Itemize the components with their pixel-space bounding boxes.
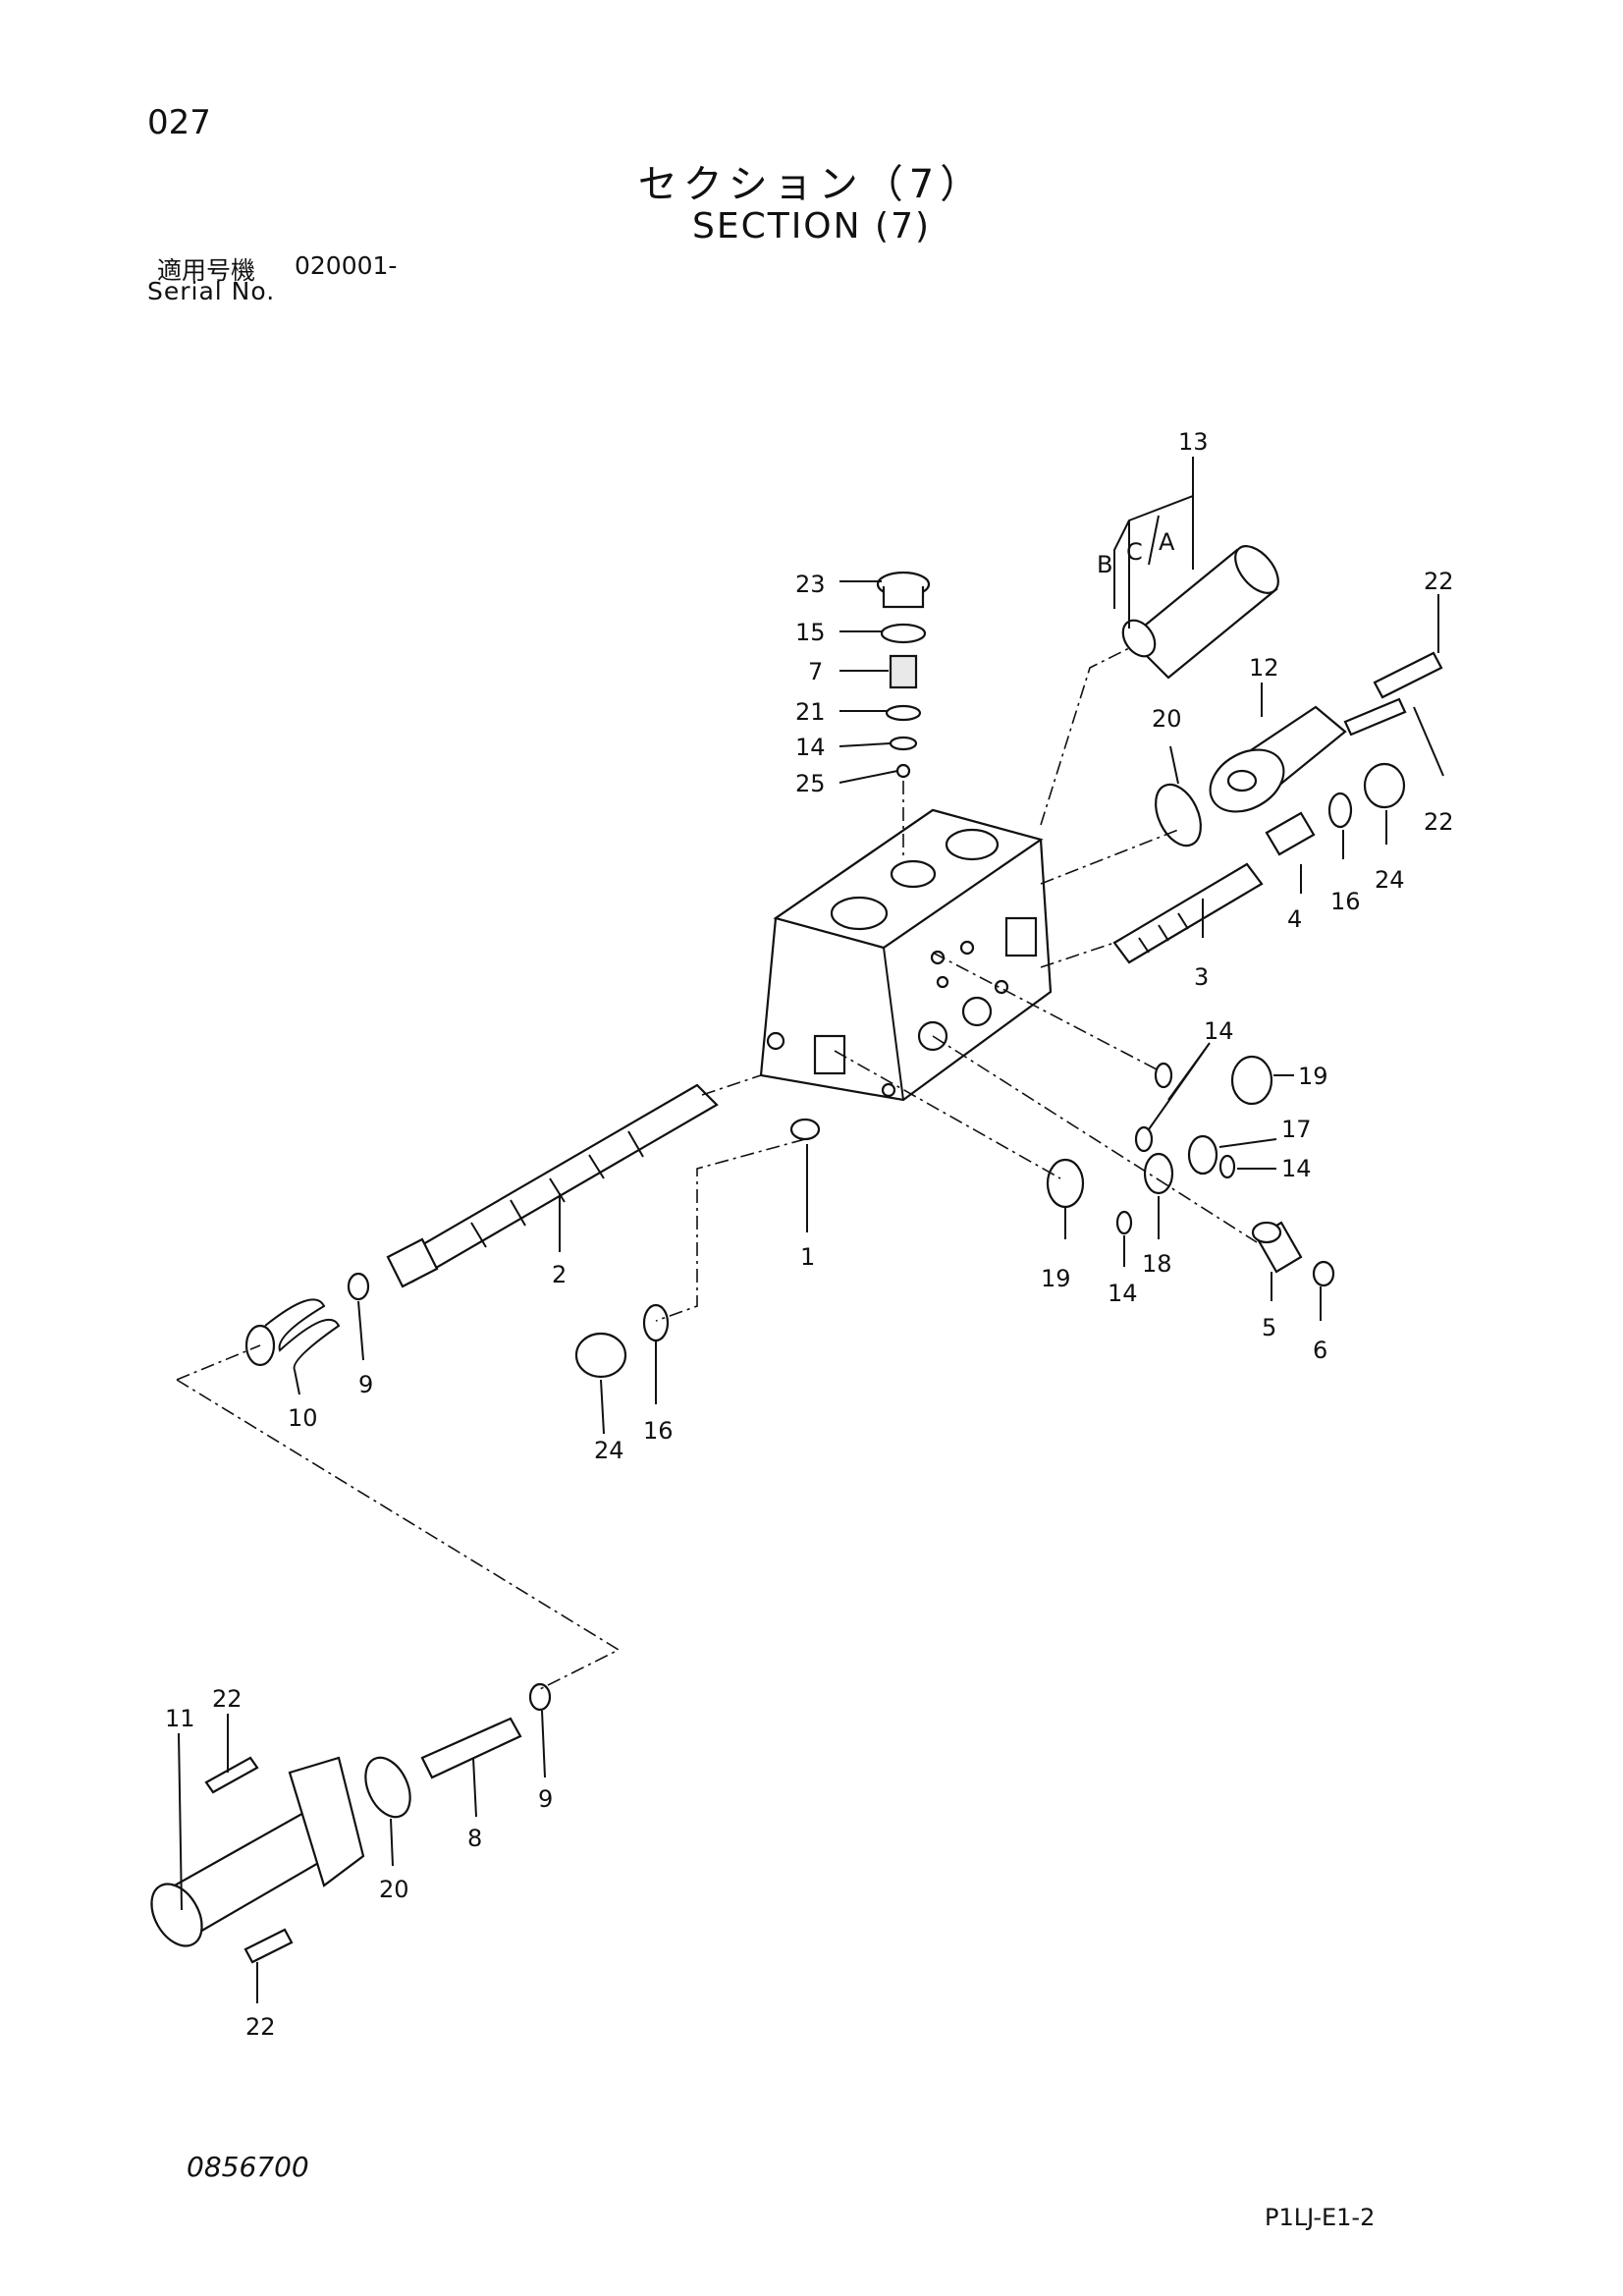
o-ring-part-14-c	[1218, 1154, 1236, 1179]
bolt-part-22-top	[1373, 651, 1443, 699]
page-number: 027	[147, 103, 211, 142]
o-ring-part-18	[1143, 1152, 1174, 1195]
callout-17: 17	[1281, 1116, 1312, 1143]
callout-20-lower: 20	[379, 1876, 409, 1903]
document-code: 0856700	[187, 2151, 309, 2183]
o-ring-part-19-lower	[1046, 1158, 1085, 1209]
valve-body-part-1	[759, 808, 1053, 1141]
bolt-part-22-upper	[204, 1756, 259, 1794]
washer-part-9-upper	[347, 1272, 370, 1301]
callout-16-right: 16	[1330, 888, 1361, 915]
callout-15: 15	[795, 619, 826, 646]
callout-13-A: A	[1159, 528, 1175, 556]
cap-part-11	[150, 1756, 365, 1947]
callout-1: 1	[800, 1243, 815, 1271]
serial-label-jp: 適用号機	[157, 256, 256, 285]
callout-24-right: 24	[1375, 866, 1405, 894]
plug-part-23	[876, 571, 931, 609]
callout-19-lower: 19	[1041, 1265, 1071, 1292]
callout-14-d: 14	[1108, 1280, 1138, 1307]
o-ring-part-16-lower	[642, 1303, 670, 1342]
callout-8: 8	[467, 1825, 482, 1852]
callout-22-lower: 22	[245, 2013, 276, 2041]
callout-9-upper: 9	[358, 1371, 373, 1398]
page-title-en: SECTION (7)	[691, 206, 932, 246]
o-ring-part-14-top	[889, 736, 918, 751]
poppet-part-3	[1112, 862, 1264, 964]
callout-20-top: 20	[1152, 705, 1182, 733]
callout-22-top: 22	[1424, 568, 1454, 595]
callout-23: 23	[795, 571, 826, 598]
serial-value: 020001-	[295, 251, 398, 280]
spool-part-2	[386, 1083, 719, 1288]
callout-7: 7	[808, 658, 823, 685]
callout-14-c: 14	[1281, 1155, 1312, 1182]
callout-6: 6	[1313, 1337, 1327, 1364]
o-ring-part-20-top	[1155, 783, 1202, 847]
plug-part-24-lower	[574, 1332, 627, 1379]
callout-2: 2	[552, 1261, 567, 1288]
cover-part-12	[1209, 705, 1347, 813]
o-ring-part-14-a	[1154, 1062, 1173, 1089]
bolt-part-22-right	[1343, 697, 1407, 737]
o-ring-part-14-d	[1115, 1210, 1133, 1235]
plug-part-5	[1251, 1221, 1303, 1274]
callout-14-a: 14	[1204, 1017, 1234, 1045]
callout-12: 12	[1249, 654, 1279, 682]
callout-3: 3	[1194, 963, 1209, 991]
relief-valve-part-13	[1121, 545, 1279, 680]
callout-13-C: C	[1126, 538, 1143, 566]
callout-13-B: B	[1097, 551, 1112, 578]
o-ring-part-17	[1187, 1134, 1218, 1175]
plug-part-7	[889, 654, 918, 689]
callout-13: 13	[1178, 428, 1209, 456]
page-title-jp: セクション（7）	[637, 162, 986, 207]
callout-16-lower: 16	[643, 1417, 674, 1445]
callout-10: 10	[288, 1404, 318, 1432]
callout-19-right: 19	[1298, 1063, 1328, 1090]
spring-part-6	[1312, 1260, 1335, 1287]
callout-5: 5	[1262, 1314, 1276, 1341]
o-ring-part-16-right	[1327, 792, 1353, 829]
callout-24-lower: 24	[594, 1437, 624, 1464]
spring-part-4	[1265, 811, 1316, 856]
ring-part-21	[885, 704, 922, 722]
reference-code: P1LJ-E1-2	[1265, 2204, 1376, 2231]
callout-18: 18	[1142, 1250, 1172, 1278]
plug-part-24-right	[1363, 762, 1406, 809]
callout-labels: 23 15 7 21 14 25 13 A C B 22 12 20 22 24…	[165, 428, 1454, 2041]
callout-21: 21	[795, 698, 826, 726]
o-ring-part-15	[880, 623, 927, 644]
leader-lines	[178, 457, 1444, 2003]
spring-part-10	[244, 1298, 341, 1371]
o-ring-part-19-right	[1230, 1055, 1273, 1106]
callout-11: 11	[165, 1705, 195, 1732]
ball-part-25	[895, 763, 911, 779]
bolt-part-22-lower	[243, 1928, 294, 1964]
o-ring-part-20-lower	[364, 1756, 411, 1819]
callout-22-upper: 22	[212, 1685, 243, 1713]
serial-label-en: Serial No.	[147, 277, 276, 305]
callout-14-top: 14	[795, 734, 826, 761]
callout-25: 25	[795, 770, 826, 797]
stopper-part-8	[420, 1717, 522, 1779]
callout-9-lower: 9	[538, 1785, 553, 1813]
callout-22-right: 22	[1424, 808, 1454, 836]
o-ring-part-14-b	[1134, 1125, 1154, 1153]
callout-4: 4	[1287, 905, 1302, 933]
washer-part-9-lower	[528, 1682, 552, 1712]
